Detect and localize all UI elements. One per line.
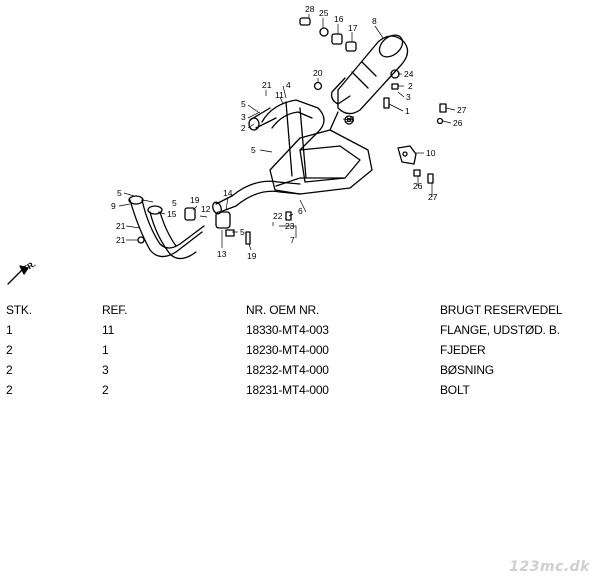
callout-28: 28 [305,4,315,14]
callout-12: 12 [201,204,211,214]
front-direction-label: FR. [22,259,38,273]
callout-27-lower: 27 [428,192,438,202]
cell-oem: 18330-MT4-003 [246,323,329,337]
callout-8: 8 [372,16,377,26]
muffler-drawing [330,34,409,115]
callout-2: 2 [408,81,413,91]
cell-qty: 2 [6,343,13,357]
callout-3-left: 3 [241,112,246,122]
callout-22: 22 [273,211,283,221]
callout-19-lower: 19 [247,251,257,261]
table-header-row: STK. REF. NR. OEM NR. BRUGT RESERVEDEL [0,300,600,320]
callout-19: 19 [190,195,200,205]
collector-chamber-drawing [269,111,373,195]
front-header-pipes-drawing [128,195,251,260]
callout-5-mid: 5 [251,145,256,155]
callout-20: 20 [313,68,323,78]
callout-6: 6 [298,206,303,216]
callout-17: 17 [348,23,358,33]
callout-25: 25 [319,8,329,18]
table-row[interactable]: 2 3 18232-MT4-000 BØSNING [0,360,600,380]
callout-24: 24 [404,69,414,79]
parts-table: STK. REF. NR. OEM NR. BRUGT RESERVEDEL 1… [0,300,600,400]
cell-ref: 3 [102,363,109,377]
cell-desc: FJEDER [440,343,486,357]
header-ref: REF. [102,303,128,317]
callout-5-front: 5 [117,188,122,198]
cell-desc: BOLT [440,383,470,397]
callout-14: 14 [223,188,233,198]
callout-23: 23 [285,221,295,231]
callout-21-front: 21 [116,221,126,231]
callout-10: 10 [426,148,436,158]
cell-qty: 1 [6,323,13,337]
cell-ref: 2 [102,383,109,397]
callout-5-front-b: 5 [172,198,177,208]
callout-7: 7 [290,235,295,245]
callout-11: 11 [275,90,284,100]
callout-5-pipe: 5 [240,227,245,237]
exhaust-system-diagram: 28 25 16 17 8 20 24 2 3 1 18 27 26 10 26… [7,4,467,285]
callout-9: 9 [111,201,116,211]
exhaust-pipes-drawing [212,99,325,215]
cell-desc: BØSNING [440,363,494,377]
cell-qty: 2 [6,383,13,397]
cell-ref: 11 [102,323,115,337]
cell-desc: FLANGE, UDSTØD. B. [440,323,560,337]
callout-3: 3 [406,92,411,102]
front-arrow-icon [7,265,29,285]
callout-21: 21 [262,80,272,90]
header-qty: STK. [6,303,32,317]
stay-bracket-drawing [285,103,447,221]
callout-27: 27 [457,105,467,115]
cell-ref: 1 [102,343,109,357]
callout-21-front-b: 21 [116,235,126,245]
callout-26: 26 [453,118,463,128]
header-oem: NR. OEM NR. [246,303,320,317]
cell-oem: 18232-MT4-000 [246,363,329,377]
cell-oem: 18231-MT4-000 [246,383,329,397]
table-row[interactable]: 1 11 18330-MT4-003 FLANGE, UDSTØD. B. [0,320,600,340]
callout-13: 13 [217,249,227,259]
callout-26-lower: 26 [413,181,423,191]
watermark-logo: 123mc.dk [509,559,590,575]
table-row[interactable]: 2 1 18230-MT4-000 FJEDER [0,340,600,360]
cell-qty: 2 [6,363,13,377]
callout-5: 5 [241,99,246,109]
callout-16: 16 [334,14,344,24]
callout-2-left: 2 [241,123,246,133]
cell-oem: 18230-MT4-000 [246,343,329,357]
callout-4: 4 [286,80,291,90]
callout-1: 1 [405,106,410,116]
header-desc: BRUGT RESERVEDEL [440,303,563,317]
callout-15: 15 [167,209,177,219]
callout-18: 18 [345,114,355,124]
table-row[interactable]: 2 2 18231-MT4-000 BOLT [0,380,600,400]
